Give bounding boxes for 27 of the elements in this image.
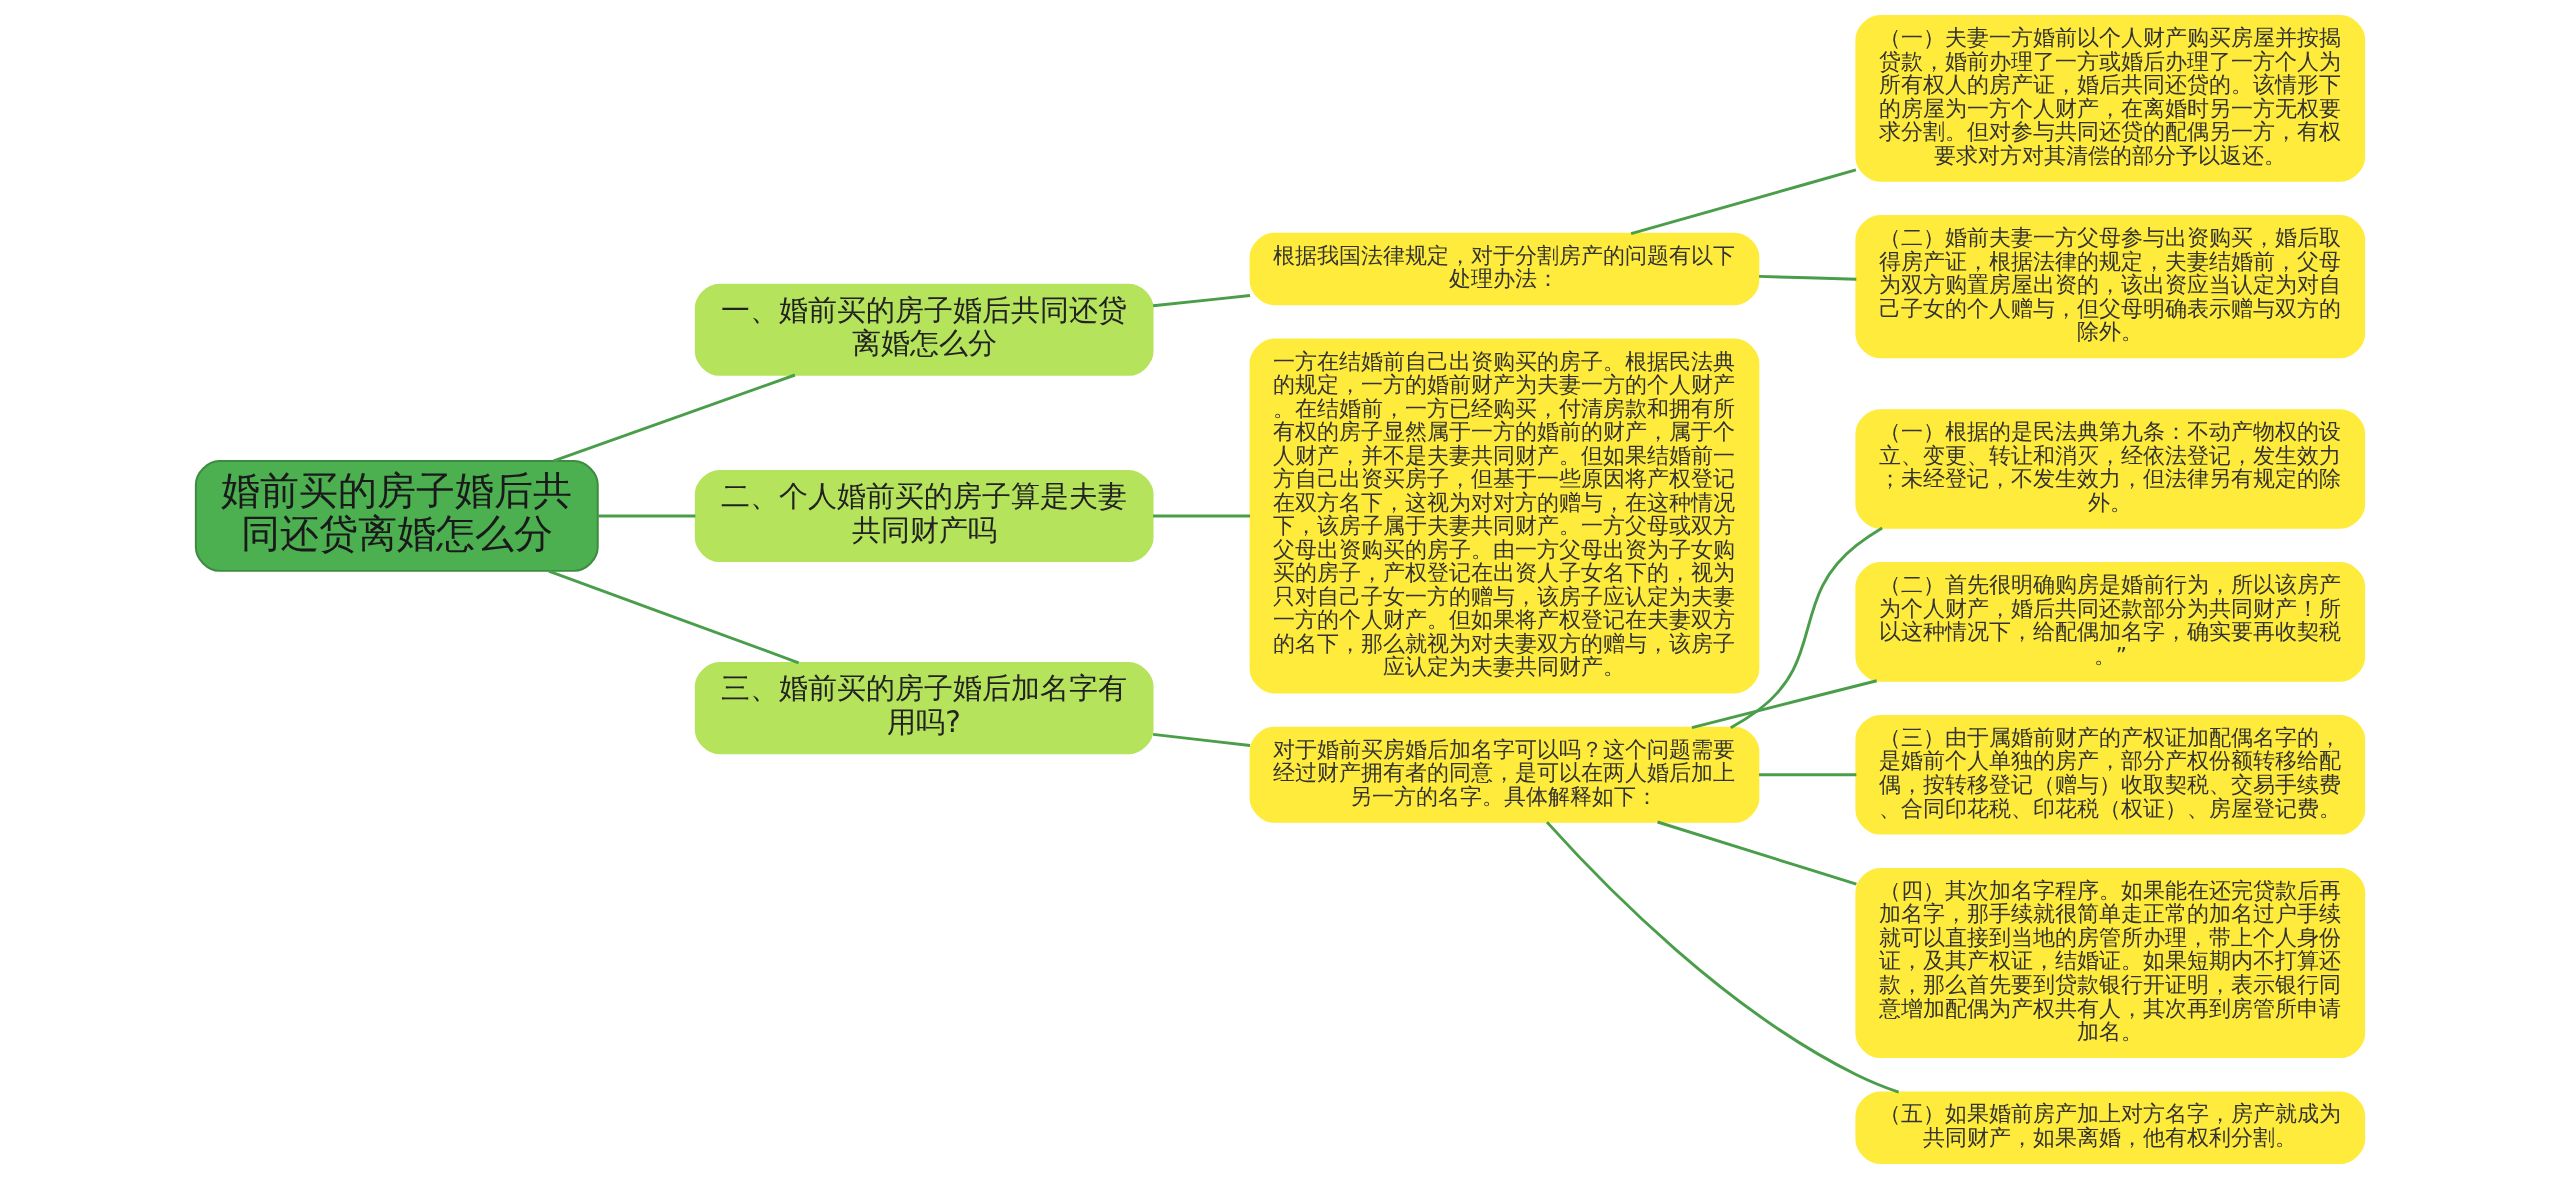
node-box: 二、个人婚前买的房子算是夫妻共同财产吗 bbox=[694, 469, 1154, 563]
connector bbox=[598, 514, 696, 518]
connector bbox=[1730, 526, 1883, 729]
node-box: （一）夫妻一方婚前以个人财产购买房屋并按揭贷款，婚前办理了一方或婚后办理了一方个人为所有权人的房产证，婚后共同还贷的。该情形下的房屋为一方个人财产，在离婚时另一方无权要求分割。但对参与共同还贷的配偶另一方，有权要求对方对其清偿的部分予以返还。 bbox=[1855, 15, 2366, 182]
node-box: 对于婚前买房婚后加名字可以吗？这个问题需要经过财产拥有者的同意，是可以在两人婚后加上另一方的名字。具体解释如下： bbox=[1249, 726, 1760, 823]
connector bbox=[1152, 732, 1251, 748]
node-box: （一）根据的是民法典第九条：不动产物权的设立、变更、转让和消灭，经依法登记，发生效力；未经登记，不发生效力，但法律另有规定的除外。 bbox=[1855, 409, 2366, 529]
connector bbox=[1759, 274, 1857, 281]
node-box: 三、婚前买的房子婚后加名字有用吗? bbox=[694, 662, 1154, 755]
connector bbox=[1759, 773, 1857, 777]
connector bbox=[1153, 514, 1251, 518]
node-box: （四）其次加名字程序。如果能在还完贷款后再加名字，那手续就很简单走正常的加名过户手续就可以直接到当地的房管所办理，带上个人身份证，及其产权证，结婚证。如果短期内不打算还款，那么首先要到贷款银行开证明，表示银行同意增加配偶为产权共有人，其次再到房管所申请加名。 bbox=[1855, 867, 2366, 1059]
connector bbox=[1545, 821, 1900, 1094]
node-box: 婚前买的房子婚后共同还贷离婚怎么分 bbox=[194, 460, 599, 572]
connector bbox=[1657, 820, 1857, 886]
node-box: 一方在结婚前自己出资购买的房子。根据民法典的规定，一方的婚前财产为夫妻一方的个人财产。在结婚前，一方已经购买，付清房款和拥有所有权的房子显然属于一方的婚前的财产，属于个人财产，并不是夫妻共同财产。但如果结婚前一方自己出资买房子，但基于一些原因将产权登记在双方名下，这视为对对方的赠与，在这种情况下，该房子属于夫妻共同财产。一方父母或双方父母出资购买的房子。由一方父母出资为子女购买的房子，产权登记在出资人子女名下的，视为只对自己子女一方的赠与，该房子应认定为夫妻一方的个人财产。但如果将产权登记在夫妻双方的名下，那么就视为对夫妻双方的赠与，该房子应认定为夫妻共同财产。 bbox=[1249, 338, 1760, 694]
node-box: （二）首先很明确购房是婚前行为，所以该房产为个人财产，婚后共同还款部分为共同财产！所以这种情况下，给配偶加名字，确实要再收契税。” bbox=[1855, 562, 2366, 682]
connector bbox=[553, 373, 796, 463]
connector bbox=[1691, 679, 1878, 730]
node-box: 一、婚前买的房子婚后共同还贷离婚怎么分 bbox=[694, 283, 1154, 376]
connector bbox=[1630, 168, 1857, 236]
node-box: （三）由于属婚前财产的产权证加配偶名字的，是婚前个人单独的房产，部分产权份额转移给配偶，按转移登记（赠与）收取契税、交易手续费、合同印花税、印花税（权证）、房屋登记费。 bbox=[1855, 714, 2366, 835]
node-box: （二）婚前夫妻一方父母参与出资购买，婚后取得房产证，根据法律的规定，夫妻结婚前，父母为双方购置房屋出资的，该出资应当认定为对自己子女的个人赠与，但父母明确表示赠与双方的除外。 bbox=[1855, 215, 2366, 359]
connector bbox=[548, 569, 800, 665]
node-box: （五）如果婚前房产加上对方名字，房产就成为共同财产，如果离婚，他有权利分割。 bbox=[1855, 1091, 2366, 1164]
connector bbox=[1152, 294, 1251, 308]
node-box: 根据我国法律规定，对于分割房产的问题有以下处理办法： bbox=[1249, 232, 1760, 306]
